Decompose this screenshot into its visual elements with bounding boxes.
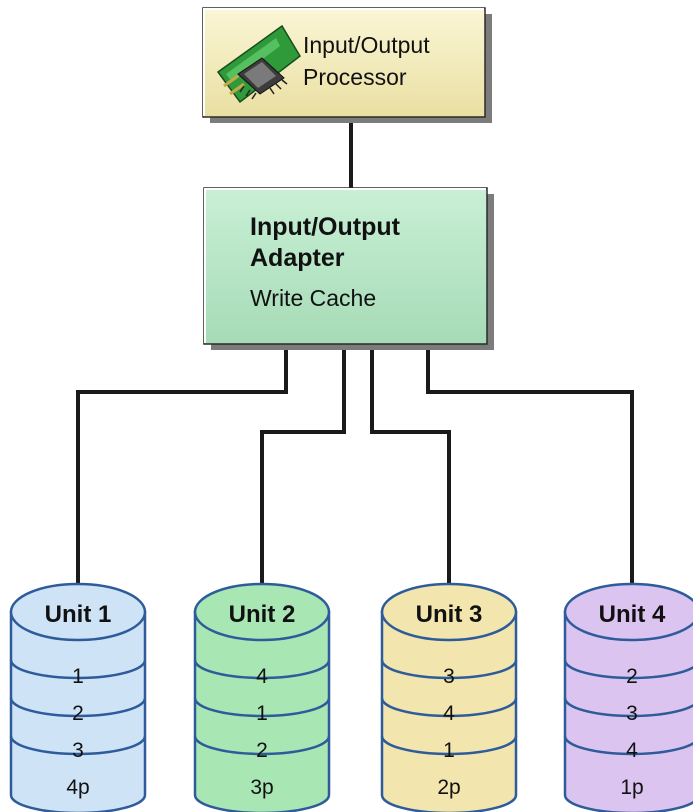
unit-2-label: Unit 2 — [229, 601, 296, 628]
connector-unit-2 — [260, 348, 346, 585]
disk-platter-divider — [380, 659, 518, 680]
disk-platter-divider — [9, 659, 147, 680]
unit-2-slot-3: 2 — [256, 739, 268, 762]
unit-2-slot-2: 1 — [256, 702, 268, 725]
ioa-subtitle: Write Cache — [250, 285, 376, 311]
connector-lines — [76, 122, 634, 585]
disk-cylinder-top — [9, 582, 147, 642]
unit-1-slot-4: 4p — [66, 776, 89, 799]
disk-unit-3: Unit 3 3 4 1 2p — [380, 582, 518, 812]
ioa-title-line1: Input/Output — [250, 213, 401, 241]
circuit-card-icon — [216, 24, 301, 104]
disk-platter-divider — [193, 697, 331, 718]
disk-unit-1: Unit 1 1 2 3 4p — [9, 582, 147, 812]
disk-cylinder-body — [193, 610, 331, 812]
iop-box: Input/Output Processor — [202, 7, 492, 123]
disk-platter-divider — [563, 659, 693, 680]
ioa-title-line2: Adapter — [250, 244, 345, 272]
disk-platter-divider — [9, 697, 147, 718]
disk-platter-divider — [563, 735, 693, 756]
disk-platter-divider — [9, 735, 147, 756]
disk-platter-divider — [193, 735, 331, 756]
connector-unit-3 — [370, 348, 451, 585]
disk-cylinder-body — [563, 610, 693, 812]
disk-cylinder-top — [193, 582, 331, 642]
unit-1-slot-3: 3 — [72, 739, 84, 762]
disk-platter-divider — [563, 697, 693, 718]
disk-platter-divider — [193, 659, 331, 680]
unit-4-label: Unit 4 — [599, 601, 666, 628]
disk-unit-2: Unit 2 4 1 2 3p — [193, 582, 331, 812]
unit-3-label: Unit 3 — [416, 601, 483, 628]
unit-3-slot-2: 4 — [443, 702, 455, 725]
unit-3-slot-4: 2p — [437, 776, 460, 799]
unit-3-slot-1: 3 — [443, 665, 455, 688]
unit-4-slot-1: 2 — [626, 665, 638, 688]
connector-unit-4 — [426, 348, 634, 585]
iop-label-line2: Processor — [303, 64, 407, 90]
unit-2-slot-4: 3p — [250, 776, 273, 799]
ioa-box: Input/Output Adapter Write Cache — [203, 187, 494, 350]
disk-unit-4: Unit 4 2 3 4 1p — [563, 582, 693, 812]
unit-4-slot-4: 1p — [620, 776, 643, 799]
unit-1-slot-1: 1 — [72, 665, 84, 688]
disk-cylinder-body — [9, 610, 147, 812]
unit-4-slot-3: 4 — [626, 739, 638, 762]
unit-4-slot-2: 3 — [626, 702, 638, 725]
unit-2-slot-1: 4 — [256, 665, 268, 688]
unit-3-slot-3: 1 — [443, 739, 455, 762]
iop-label-line1: Input/Output — [303, 32, 430, 58]
connector-unit-1 — [76, 348, 288, 585]
disk-platter-divider — [380, 735, 518, 756]
disk-cylinder-top — [380, 582, 518, 642]
unit-1-label: Unit 1 — [45, 601, 112, 628]
disk-cylinder-body — [380, 610, 518, 812]
disk-cylinder-top — [563, 582, 693, 642]
disk-platter-divider — [380, 697, 518, 718]
unit-1-slot-2: 2 — [72, 702, 84, 725]
